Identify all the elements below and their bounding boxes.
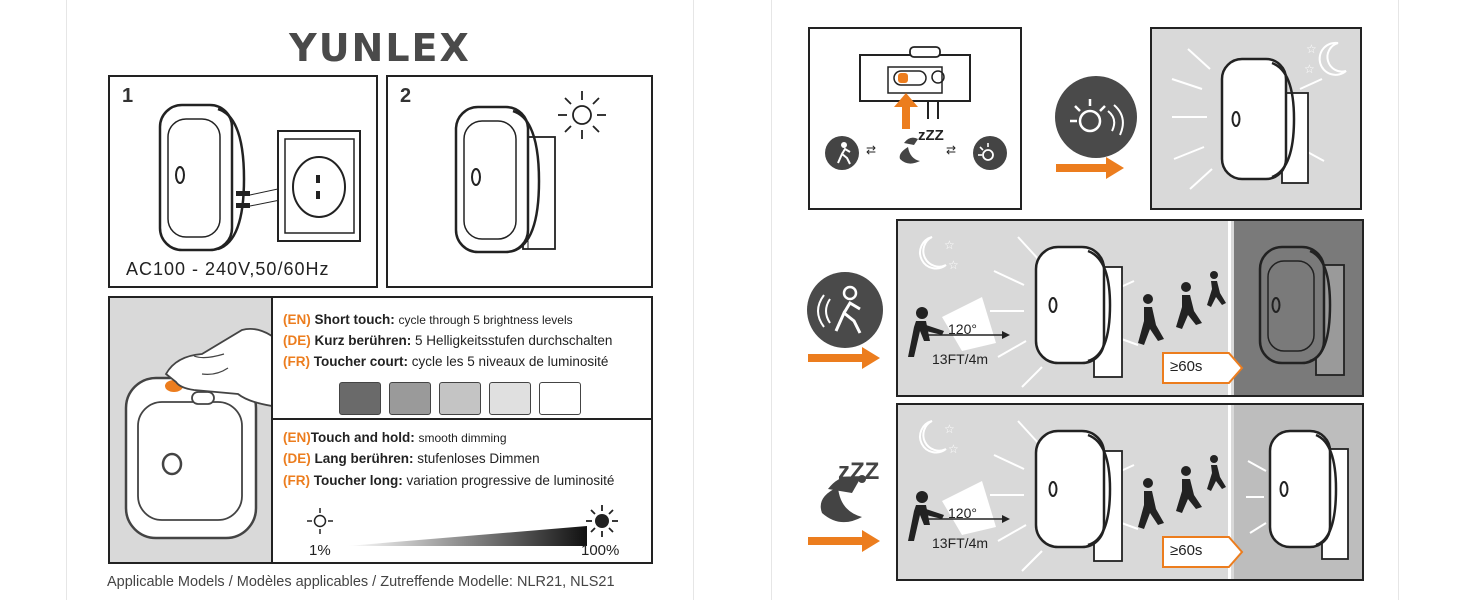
brightness-swatch bbox=[439, 382, 481, 415]
lang-tag-en: (EN) bbox=[283, 312, 311, 327]
svg-text:☆: ☆ bbox=[1306, 42, 1317, 56]
touch-hold-de-label: Lang berühren: bbox=[314, 451, 414, 466]
min-brightness-label: 1% bbox=[309, 542, 331, 559]
touch-hold-de-text: stufenloses Dimmen bbox=[417, 451, 540, 466]
glowing-device-illustration bbox=[1171, 48, 1325, 190]
mode-switch-illustration bbox=[859, 46, 971, 129]
short-touch-de-line: (DE) Kurz berühren: 5 Helligkeitsstufen … bbox=[283, 333, 612, 348]
light-sensor-icon bbox=[1055, 76, 1137, 158]
short-touch-en-line: (EN) Short touch: cycle through 5 bright… bbox=[283, 312, 573, 327]
sleep-scene-illustration bbox=[908, 420, 1349, 572]
sleep-mode-small-icon bbox=[899, 137, 920, 164]
sleep-zzz-label: zZZ bbox=[838, 458, 880, 485]
brightness-swatch bbox=[389, 382, 431, 415]
brightness-swatch bbox=[539, 382, 581, 415]
sleep-detection-range: 13FT/4m bbox=[932, 535, 989, 551]
mode-switch-zzz: zZZ bbox=[918, 127, 944, 144]
sleep-detection-angle: 120° bbox=[948, 505, 977, 521]
motion-timer-badge: ≥60s bbox=[1162, 352, 1244, 384]
brand-logo: YUNLEX bbox=[289, 26, 471, 70]
moon-stars-icon: ☆ ☆ bbox=[919, 420, 959, 456]
plug-into-socket-illustration bbox=[158, 103, 361, 252]
svg-text:☆: ☆ bbox=[944, 422, 955, 436]
touch-hold-de-line: (DE) Lang berühren: stufenloses Dimmen bbox=[283, 451, 540, 466]
touch-hold-fr-line: (FR) Toucher long: variation progressive… bbox=[283, 473, 614, 488]
orange-arrow-1 bbox=[1056, 157, 1124, 179]
motion-detection-range: 13FT/4m bbox=[932, 351, 989, 367]
motion-sensor-icon bbox=[807, 272, 883, 348]
svg-text:☆: ☆ bbox=[1304, 62, 1315, 76]
touch-hold-en-text: smooth dimming bbox=[418, 431, 507, 445]
short-touch-fr-line: (FR) Toucher court: cycle les 5 niveaux … bbox=[283, 354, 608, 369]
voltage-label: AC100 - 240V,50/60Hz bbox=[126, 259, 330, 279]
moon-stars-icon: ☆ ☆ bbox=[1304, 41, 1347, 76]
sleep-timer-text: ≥60s bbox=[1170, 542, 1203, 559]
light-sensor-small-icon bbox=[973, 136, 1007, 170]
step2-number: 2 bbox=[400, 85, 412, 107]
moon-stars-icon: ☆ ☆ bbox=[919, 236, 959, 272]
applicable-models-footer: Applicable Models / Modèles applicables … bbox=[107, 574, 615, 590]
sleep-mode-icon bbox=[820, 475, 866, 523]
brightness-swatch bbox=[339, 382, 381, 415]
night-auto-light-panel: ☆ ☆ bbox=[1150, 27, 1362, 210]
step1-number: 1 bbox=[122, 85, 134, 107]
touch-hold-en-line: (EN)Touch and hold: smooth dimming bbox=[283, 430, 507, 445]
dim-sun-icon bbox=[307, 508, 333, 534]
svg-text:☆: ☆ bbox=[944, 238, 955, 252]
touch-illustration bbox=[108, 296, 273, 564]
lang-tag-en: (EN) bbox=[283, 430, 311, 445]
short-touch-de-text: 5 Helligkeitsstufen durchschalten bbox=[415, 333, 613, 348]
lang-tag-fr: (FR) bbox=[283, 473, 310, 488]
short-touch-en-text: cycle through 5 brightness levels bbox=[398, 313, 573, 327]
mode-switch-arrows-2: ⇄ bbox=[946, 143, 957, 157]
motion-mode-small-icon bbox=[825, 136, 859, 170]
lang-tag-fr: (FR) bbox=[283, 354, 310, 369]
short-touch-section: (EN) Short touch: cycle through 5 bright… bbox=[271, 296, 653, 420]
step1-panel: 1 AC100 - 240V,50/60Hz bbox=[108, 75, 378, 288]
step2-panel: 2 bbox=[386, 75, 653, 288]
touch-hold-fr-text: variation progressive de luminosité bbox=[406, 473, 615, 488]
motion-detection-angle: 120° bbox=[948, 321, 977, 337]
short-touch-fr-label: Toucher court: bbox=[313, 354, 409, 369]
short-touch-fr-text: cycle les 5 niveaux de luminosité bbox=[411, 354, 609, 369]
finger-press-illustration bbox=[124, 327, 271, 540]
motion-zone-divider bbox=[1228, 221, 1231, 395]
motion-timer-text: ≥60s bbox=[1170, 358, 1203, 375]
short-touch-de-label: Kurz berühren: bbox=[314, 333, 412, 348]
orange-arrow-3 bbox=[808, 530, 880, 552]
touch-hold-fr-label: Toucher long: bbox=[313, 473, 403, 488]
mode-switch-arrows-1: ⇄ bbox=[866, 143, 877, 157]
short-touch-en-label: Short touch: bbox=[314, 312, 395, 327]
plugged-device-illustration bbox=[454, 105, 556, 254]
lang-tag-de: (DE) bbox=[283, 333, 311, 348]
max-brightness-label: 100% bbox=[581, 542, 620, 559]
touch-hold-section: (EN)Touch and hold: smooth dimming (DE) … bbox=[271, 418, 653, 564]
orange-arrow-2 bbox=[808, 347, 880, 369]
brightness-swatch bbox=[489, 382, 531, 415]
motion-mode-panel: ☆ ☆ 120° 13FT/4m ≥60s bbox=[896, 219, 1364, 397]
sleep-timer-badge: ≥60s bbox=[1162, 536, 1244, 568]
sleep-mode-panel: ☆ ☆ 120° 13FT/4m ≥60s bbox=[896, 403, 1364, 581]
touch-hold-en-label: Touch and hold: bbox=[310, 430, 415, 445]
svg-text:☆: ☆ bbox=[948, 442, 959, 456]
lang-tag-de: (DE) bbox=[283, 451, 311, 466]
sun-icon bbox=[558, 91, 606, 139]
mode-switch-panel: ⇄ zZZ ⇄ bbox=[808, 27, 1022, 210]
dimming-gradient-wedge bbox=[347, 526, 587, 546]
bright-sun-icon bbox=[586, 505, 618, 537]
svg-text:☆: ☆ bbox=[948, 258, 959, 272]
sleep-zone-divider bbox=[1228, 405, 1231, 579]
motion-scene-illustration bbox=[908, 236, 1345, 388]
